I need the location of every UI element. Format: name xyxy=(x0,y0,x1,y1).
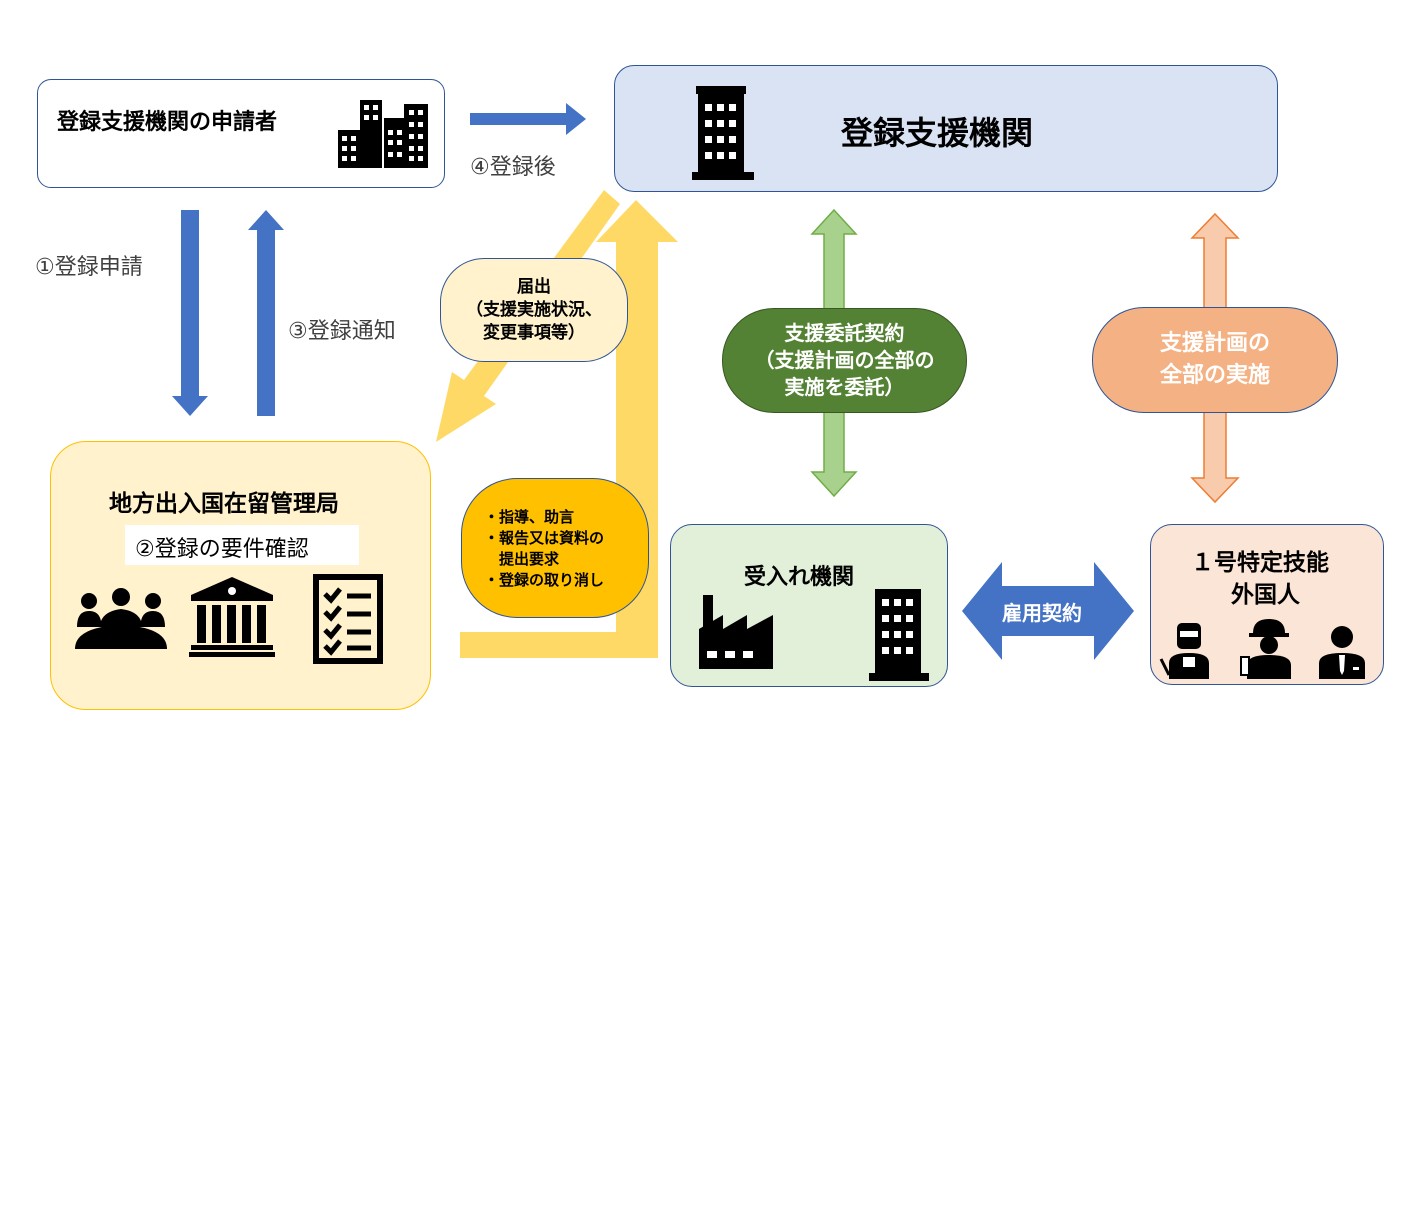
applicant-title: 登録支援機関の申請者 xyxy=(57,110,278,135)
guidance-item: 提出要求 xyxy=(484,550,560,568)
employment-label: 雇用契約 xyxy=(1002,601,1082,625)
checklist-icon xyxy=(313,574,383,664)
step-register-notice: ③登録通知 xyxy=(288,319,396,344)
guidance-item: ・指導、助言 xyxy=(484,508,575,526)
guidance-item: ・登録の取り消し xyxy=(484,571,605,589)
welder-icon xyxy=(1159,623,1209,679)
applicant-box: 登録支援機関の申請者 xyxy=(37,79,445,188)
receiving-org-title: 受入れ機関 xyxy=(744,565,855,590)
step-register-application: ①登録申請 xyxy=(35,255,143,280)
arrow-register-application xyxy=(172,210,208,416)
meeting-people-icon xyxy=(75,588,167,649)
factory-icon xyxy=(699,595,773,669)
office-building-icon xyxy=(869,589,929,681)
arrow-register-notice xyxy=(248,210,284,416)
electrician-icon xyxy=(1240,619,1291,679)
guidance-pill: ・指導、助言 ・報告又は資料の 提出要求 ・登録の取り消し xyxy=(461,478,649,618)
consignment-pill: 支援委託契約 （支援計画の全部の 実施を委託） xyxy=(722,308,967,413)
office-building-icon xyxy=(692,86,754,180)
worker-title-line2: 外国人 xyxy=(1231,582,1300,608)
bureau-title: 地方出入国在留管理局 xyxy=(109,491,339,517)
arrow-register-after xyxy=(470,103,586,135)
step-register-after: ④登録後 xyxy=(470,155,556,180)
notification-pill: 届出 （支援実施状況、 変更事項等） xyxy=(440,258,628,362)
worker-title-line1: １号特定技能 xyxy=(1191,550,1329,576)
receiving-org-box: 受入れ機関 xyxy=(670,524,948,687)
guidance-item: ・報告又は資料の xyxy=(484,529,605,547)
bureau-box: 地方出入国在留管理局 ②登録の要件確認 xyxy=(50,441,431,710)
businessman-icon xyxy=(1319,626,1365,679)
government-building-icon xyxy=(189,577,275,657)
support-org-title: 登録支援機関 xyxy=(841,114,1034,152)
arrow-employment xyxy=(962,562,1134,660)
support-org-box: 登録支援機関 xyxy=(614,65,1278,192)
worker-box: １号特定技能 外国人 xyxy=(1150,524,1384,685)
implementation-pill: 支援計画の 全部の実施 xyxy=(1092,307,1338,413)
office-buildings-icon xyxy=(338,100,428,168)
requirement-check-label: ②登録の要件確認 xyxy=(125,525,359,565)
